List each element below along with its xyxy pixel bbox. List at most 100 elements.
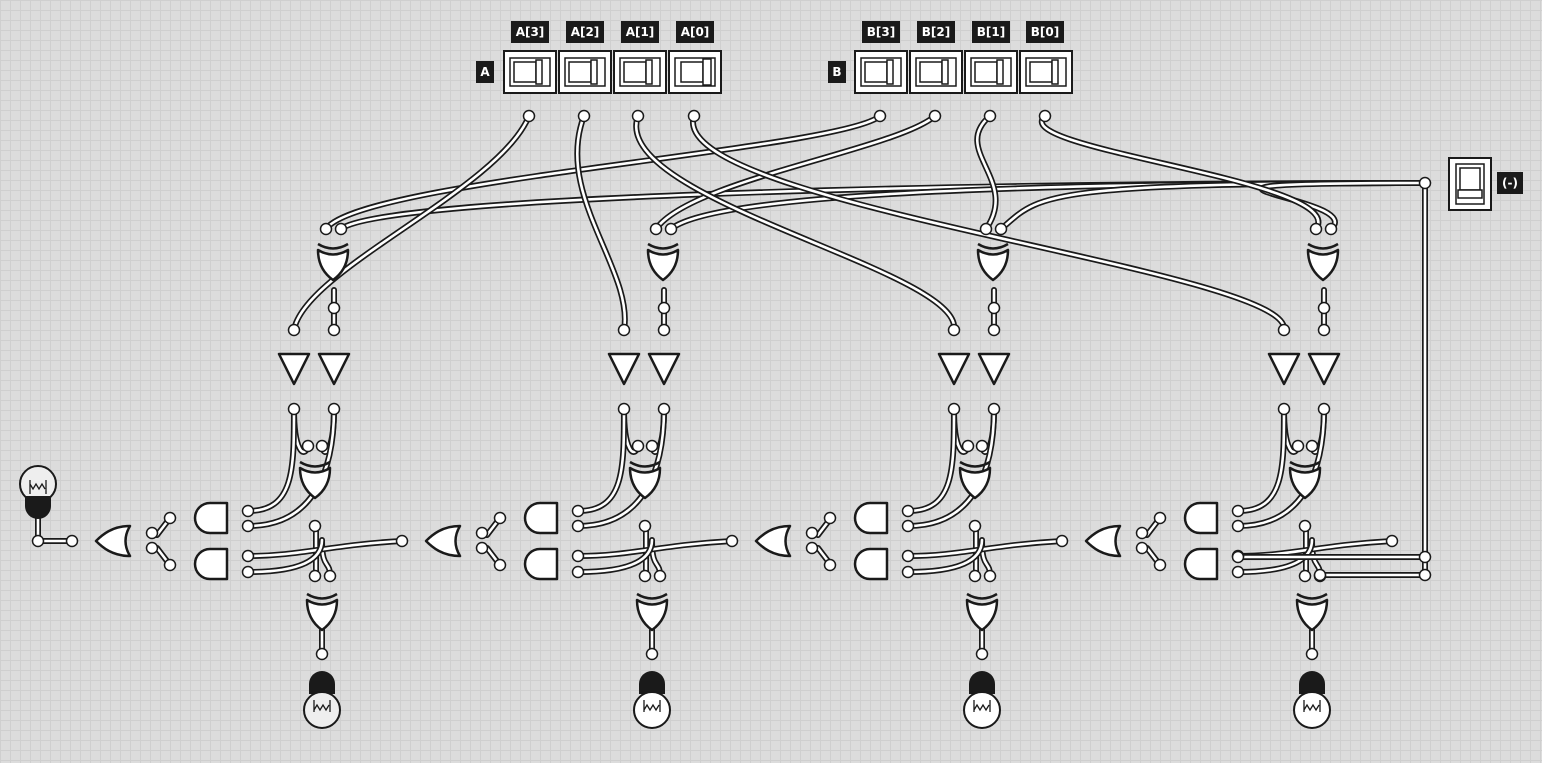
b3-switch[interactable]	[854, 50, 908, 94]
b2-switch[interactable]	[909, 50, 963, 94]
xor-gate	[1306, 248, 1340, 282]
pin	[1317, 301, 1331, 315]
wire	[291, 113, 532, 333]
wire-core	[576, 538, 654, 574]
pin	[968, 519, 982, 533]
pin	[241, 519, 255, 533]
and-gate	[853, 547, 889, 581]
wire	[633, 113, 958, 333]
pin	[617, 402, 631, 416]
or-gate	[1084, 524, 1122, 558]
wire	[653, 113, 938, 232]
lamp-filament	[973, 700, 991, 712]
pin	[493, 511, 507, 525]
pin	[1418, 568, 1432, 582]
pin	[1309, 222, 1323, 236]
or-gate	[424, 524, 462, 558]
wire	[974, 113, 999, 232]
and-gate	[193, 547, 229, 581]
pin	[1418, 176, 1432, 190]
a0-switch[interactable]	[668, 50, 722, 94]
wire-core	[906, 407, 956, 513]
b0-switch[interactable]	[1019, 50, 1073, 94]
xor-arc	[317, 242, 349, 250]
switch-lever-side	[996, 59, 1004, 85]
b1-switch[interactable]	[964, 50, 1018, 94]
pin	[1313, 568, 1327, 582]
switch-lever	[864, 61, 888, 83]
pin	[1231, 565, 1245, 579]
xor-arc	[977, 242, 1009, 250]
lamp-glass	[963, 691, 1001, 729]
wire-outline	[1038, 113, 1322, 232]
subtract-label: (-)	[1497, 172, 1523, 194]
pin	[823, 558, 837, 572]
wire	[245, 537, 325, 575]
pin	[1153, 511, 1167, 525]
pin	[994, 222, 1008, 236]
pin	[308, 519, 322, 533]
lamp-filament	[313, 700, 331, 712]
and-gate	[853, 501, 889, 535]
pin	[617, 323, 631, 337]
pin	[571, 504, 585, 518]
pin	[1298, 519, 1312, 533]
pin	[725, 534, 739, 548]
wire	[1235, 537, 1315, 575]
wire-core	[1040, 114, 1320, 231]
and-gate	[523, 501, 559, 535]
xor-gate	[635, 598, 669, 632]
switch-lever	[513, 61, 537, 83]
pin	[901, 565, 915, 579]
pin	[979, 222, 993, 236]
pin	[145, 541, 159, 555]
pin	[1231, 504, 1245, 518]
switch-lever	[680, 61, 704, 83]
pin	[638, 569, 652, 583]
pin	[163, 558, 177, 572]
b1-label: B[1]	[972, 21, 1010, 43]
wire	[1038, 113, 1322, 232]
pin	[1385, 534, 1399, 548]
device-layer	[19, 50, 1492, 729]
pin	[163, 511, 177, 525]
xor-gate	[1288, 466, 1322, 500]
wire-core	[324, 114, 882, 231]
b0-label: B[0]	[1026, 21, 1064, 43]
pin	[1277, 323, 1291, 337]
xor-arc	[636, 592, 668, 600]
wire-core	[691, 114, 1286, 332]
pin	[1135, 526, 1149, 540]
subtract-switch[interactable]	[1448, 157, 1492, 211]
pin	[649, 222, 663, 236]
pin	[1317, 402, 1331, 416]
pin	[961, 439, 975, 453]
pin	[571, 519, 585, 533]
pin	[334, 222, 348, 236]
pin	[1305, 647, 1319, 661]
xor-gate	[646, 248, 680, 282]
wire	[690, 113, 1287, 333]
pin	[571, 565, 585, 579]
pin	[145, 526, 159, 540]
a1-label: A[1]	[621, 21, 659, 43]
a1-switch[interactable]	[613, 50, 667, 94]
pin	[241, 565, 255, 579]
switch-lever-side	[535, 59, 543, 85]
pin	[975, 439, 989, 453]
lamp-glass	[633, 691, 671, 729]
wire-core	[576, 407, 626, 513]
a2-switch[interactable]	[558, 50, 612, 94]
wire-outline	[575, 406, 627, 514]
buffer-gate	[277, 352, 311, 386]
buffer-gate	[317, 352, 351, 386]
a3-switch[interactable]	[503, 50, 557, 94]
sum-lamp-bit2	[633, 671, 671, 729]
wire-core	[654, 114, 937, 231]
a2-label: A[2]	[566, 21, 604, 43]
switch-lever	[1029, 61, 1053, 83]
pin	[687, 109, 701, 123]
pin	[657, 323, 671, 337]
wire	[323, 113, 883, 232]
